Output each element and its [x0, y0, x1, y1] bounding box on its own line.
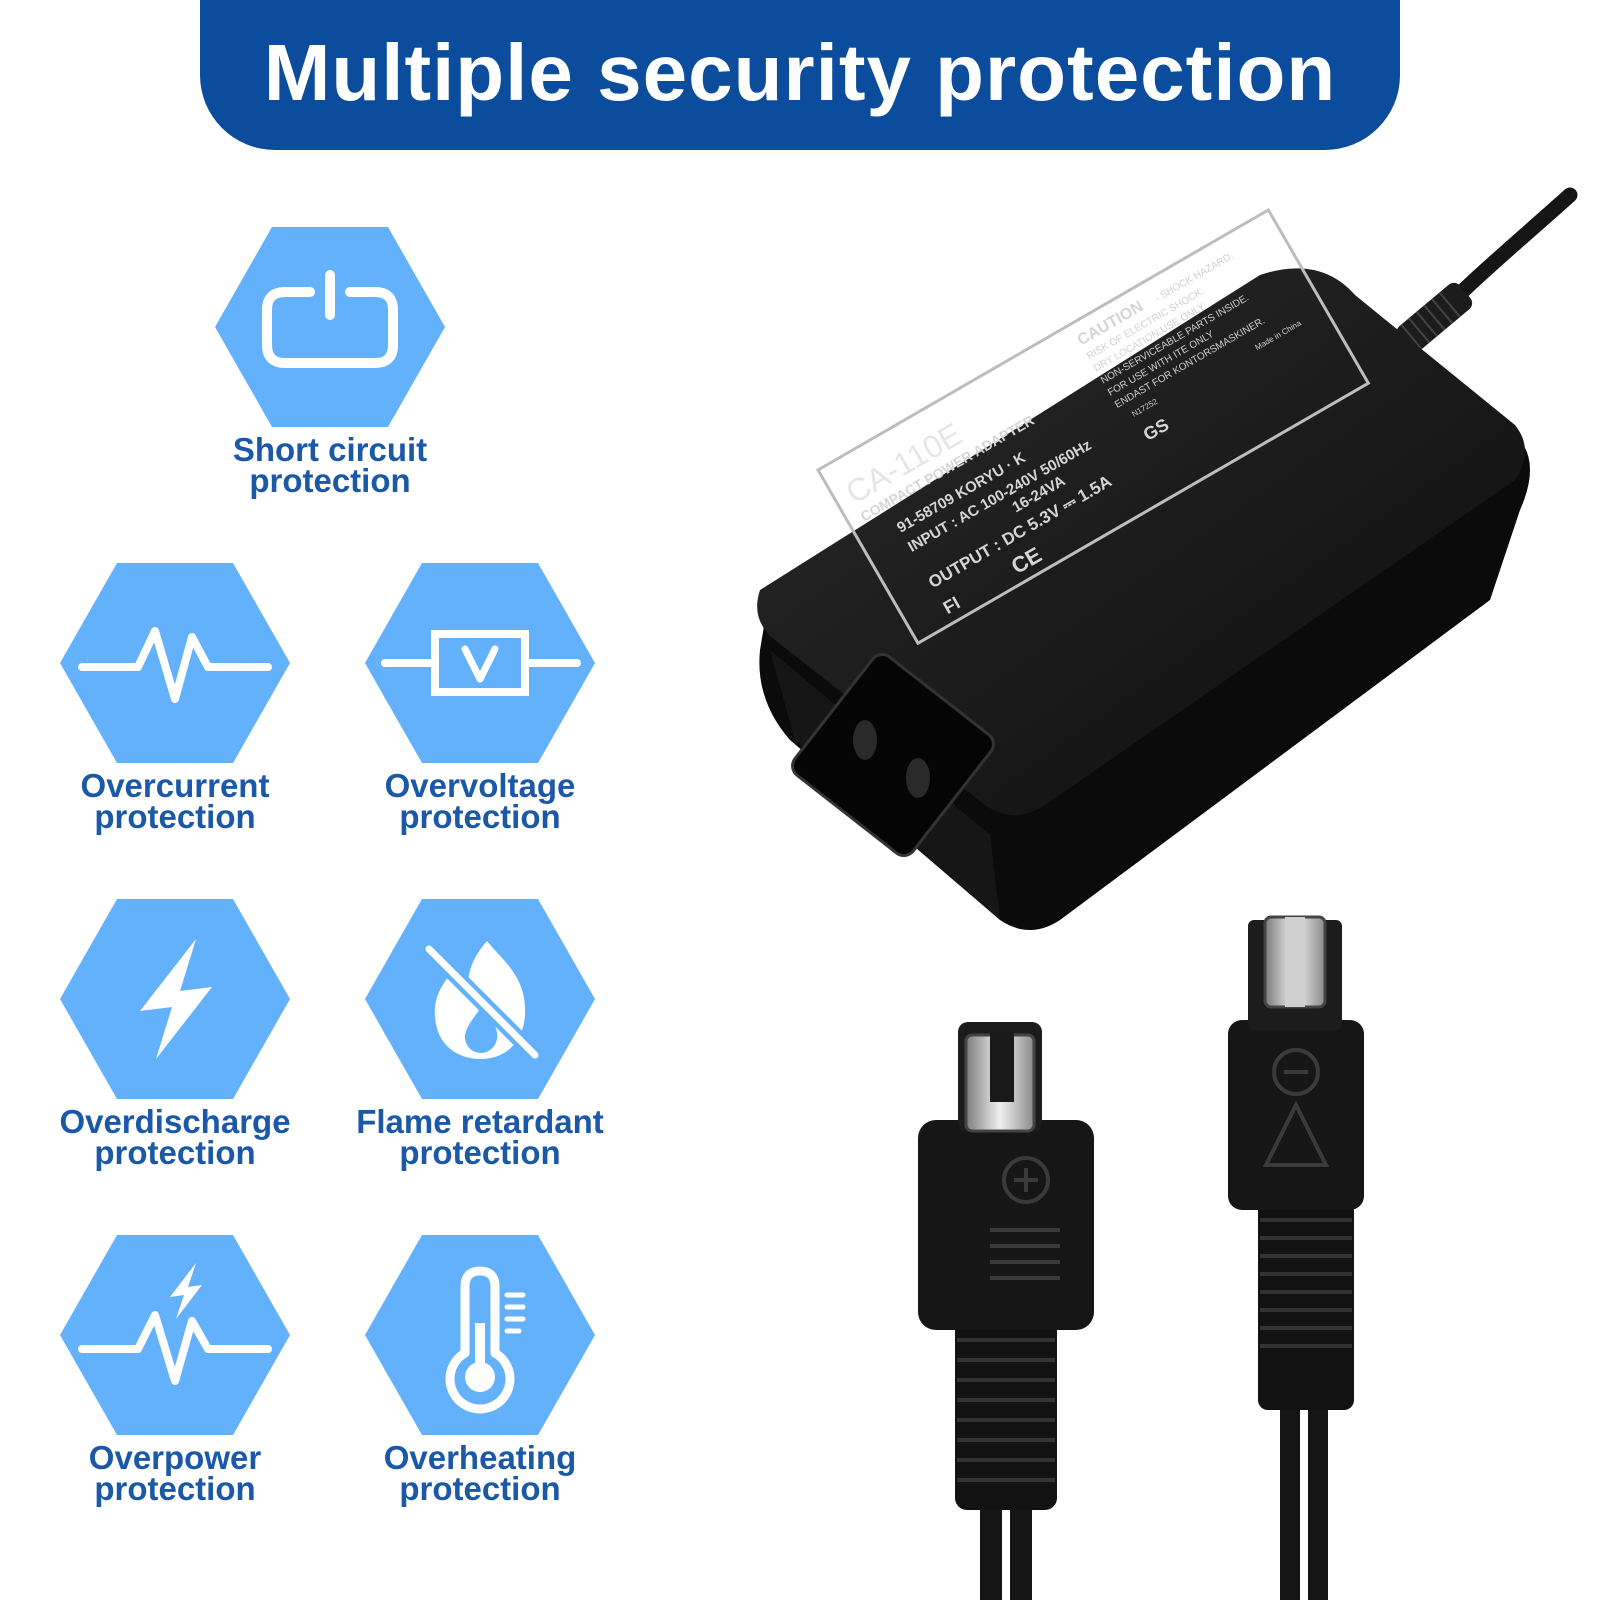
title-banner: Multiple security protection [200, 0, 1400, 150]
dc-connector-plus [918, 1022, 1094, 1600]
pulse-wave-icon [78, 627, 272, 703]
no-flame-icon [421, 941, 543, 1063]
lightning-bolt-icon [140, 939, 212, 1059]
hexagon-badge [60, 1235, 290, 1435]
dc-connector-minus [1228, 915, 1364, 1600]
hexagon-badge [60, 563, 290, 763]
hexagon-badge [365, 899, 595, 1099]
adapter-body: CA-110E COMPACT POWER ADAPTER 91-58709 K… [757, 207, 1530, 930]
power-adapter-illustration: CA-110E COMPACT POWER ADAPTER 91-58709 K… [757, 187, 1578, 1600]
hexagon-badge [365, 1235, 595, 1435]
pulse-lightning-icon [78, 1263, 272, 1385]
battery-power-icon [262, 270, 398, 368]
thermometer-icon [445, 1266, 526, 1414]
hexagon-badge [215, 227, 445, 427]
hexagon-badge [60, 899, 290, 1099]
hexagon-badge [365, 563, 595, 763]
cord-strain-relief [1396, 282, 1473, 353]
page-title: Multiple security protection [263, 28, 1337, 117]
voltage-box-icon [381, 630, 581, 696]
